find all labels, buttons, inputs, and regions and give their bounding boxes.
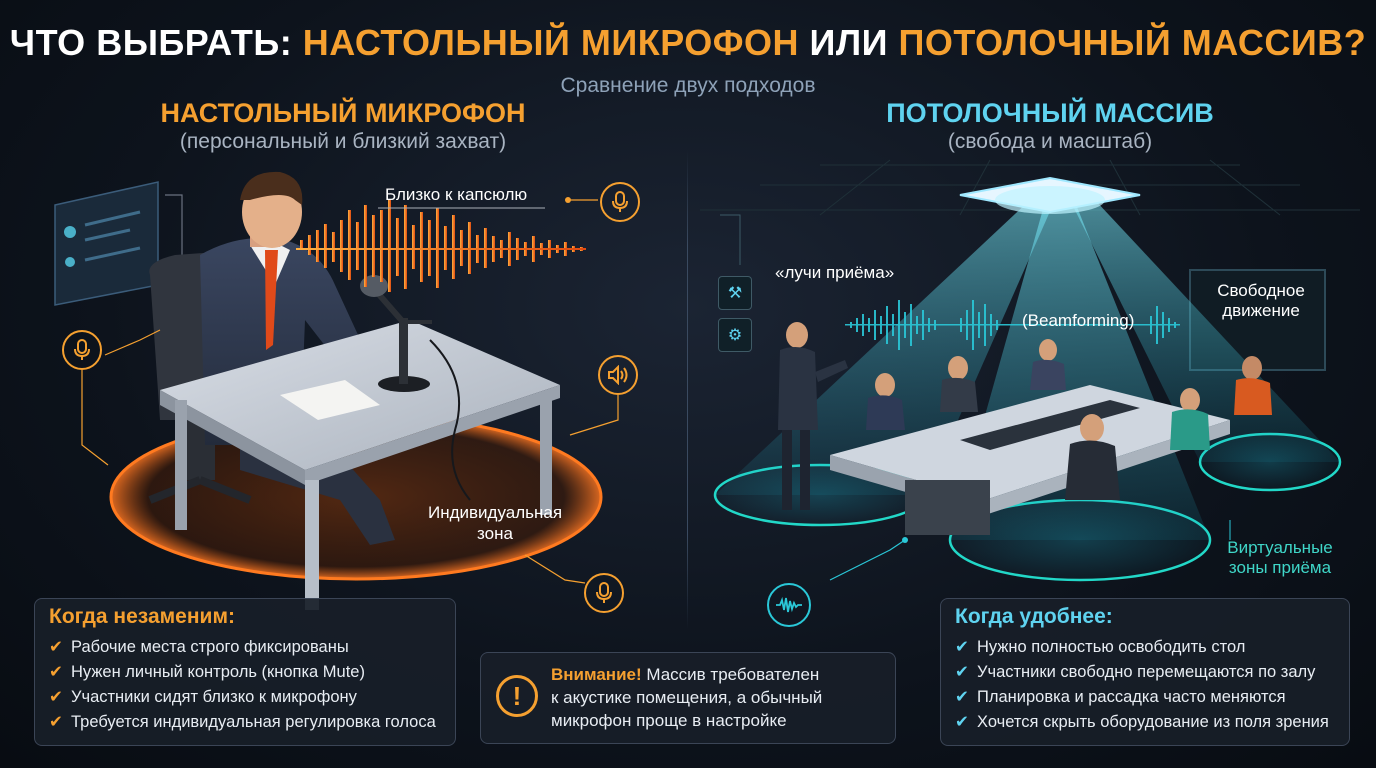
check-icon: ✔ xyxy=(955,713,969,731)
microphone-icon xyxy=(600,182,640,222)
microphone-icon xyxy=(584,573,624,613)
desk-mic-title: НАСТОЛЬНЫЙ МИКРОФОН xyxy=(160,98,526,128)
list-item-text: Требуется индивидуальная регулировка гол… xyxy=(71,713,436,731)
desk-mic-card-title: Когда незаменим: xyxy=(49,605,235,628)
list-item: ✔ Нужен личный контроль (кнопка Mute) xyxy=(49,660,441,685)
check-icon: ✔ xyxy=(955,688,969,706)
warning-line1: Массив требователен xyxy=(641,665,820,684)
desk-mic-subtitle: (персональный и близкий захват) xyxy=(179,130,507,153)
check-icon: ✔ xyxy=(49,713,63,731)
list-item: ✔ Хочется скрыть оборудование из поля зре… xyxy=(955,710,1335,735)
settings-icon: ⚙ xyxy=(718,318,752,352)
standing-presenter xyxy=(778,322,848,510)
column-divider xyxy=(687,150,688,630)
list-item-text: Планировка и рассадка часто меняются xyxy=(977,688,1286,706)
free-label-line2: движение xyxy=(1222,301,1300,320)
title-option-ceiling: ПОТОЛОЧНЫЙ МАССИВ? xyxy=(898,22,1367,63)
warning-line3: микрофон проще в настройке xyxy=(551,711,787,730)
list-item-text: Нужен личный контроль (кнопка Mute) xyxy=(71,663,365,681)
warning-lead: Внимание! xyxy=(551,665,642,684)
speaker-icon xyxy=(598,355,638,395)
ceiling-array-subtitle: (свобода и масштаб) xyxy=(947,130,1153,153)
zones-label-line1: Виртуальные xyxy=(1227,538,1333,557)
list-item: ✔ Требуется индивидуальная регулировка го… xyxy=(49,710,441,735)
beams-label: «лучи приёма» xyxy=(775,263,895,282)
speech-wave xyxy=(845,300,1180,350)
ceiling-array-use-cases-card: Когда удобнее: ✔ Нужно полностью освободи… xyxy=(940,598,1350,746)
microphone-icon xyxy=(62,330,102,370)
check-icon: ✔ xyxy=(49,663,63,681)
virtual-zones-label: Виртуальные зоны приёма xyxy=(1220,538,1340,578)
warning-card: Внимание! Массив требователен к акустике… xyxy=(480,652,896,744)
list-item-text: Хочется скрыть оборудование из поля зрен… xyxy=(977,713,1329,731)
desk-mic-use-cases-card: Когда незаменим: ✔ Рабочие места строго ф… xyxy=(34,598,456,746)
list-item-text: Рабочие места строго фиксированы xyxy=(71,638,349,656)
ceiling-microphone-array xyxy=(959,176,1141,214)
list-item-text: Нужно полностью освободить стол xyxy=(977,638,1246,656)
beamforming-label: (Beamforming) xyxy=(1022,311,1135,330)
wrench-icon: ⚒ xyxy=(718,276,752,310)
capsule-label: Близко к капсюлю xyxy=(385,185,528,204)
desk-mic-use-case-list: ✔ Рабочие места строго фиксированы ✔ Нужен… xyxy=(49,635,441,735)
reception-beam xyxy=(1070,200,1340,462)
ceiling-use-case-list: ✔ Нужно полностью освободить стол ✔ Участн… xyxy=(955,635,1335,735)
list-item: ✔ Нужно полностью освободить стол xyxy=(955,635,1335,660)
warning-text: Внимание! Массив требователен к акустике… xyxy=(551,663,881,732)
list-item: ✔ Участники сидят близко к микрофону xyxy=(49,685,441,710)
zones-label-line2: зоны приёма xyxy=(1228,558,1332,577)
page-title: ЧТО ВЫБРАТЬ: НАСТОЛЬНЫЙ МИКРОФОН ИЛИ ПОТ… xyxy=(0,22,1376,64)
ceiling-array-title: ПОТОЛОЧНЫЙ МАССИВ xyxy=(886,98,1214,128)
title-option-desk: НАСТОЛЬНЫЙ МИКРОФОН xyxy=(302,22,799,63)
list-item: ✔ Планировка и рассадка часто меняются xyxy=(955,685,1335,710)
page-subtitle: Сравнение двух подходов xyxy=(560,74,816,97)
title-joiner: ИЛИ xyxy=(798,22,899,63)
check-icon: ✔ xyxy=(955,638,969,656)
check-icon: ✔ xyxy=(49,688,63,706)
check-icon: ✔ xyxy=(49,638,63,656)
presentation-screen-icon xyxy=(54,181,159,306)
list-item-text: Участники свободно перемещаются по залу xyxy=(977,663,1316,681)
warning-line2: к акустике помещения, а обычный xyxy=(551,688,823,707)
sound-wave-icon xyxy=(767,583,811,627)
free-movement-label: Свободное движение xyxy=(1205,281,1317,321)
voice-sound-wave xyxy=(296,200,586,292)
ceiling-card-title: Когда удобнее: xyxy=(955,605,1113,628)
title-prefix: ЧТО ВЫБРАТЬ: xyxy=(9,22,303,63)
list-item-text: Участники сидят близко к микрофону xyxy=(71,688,357,706)
desk-microphone-illustration xyxy=(54,171,619,610)
zone-label-line2: зона xyxy=(477,524,513,543)
free-label-line1: Свободное xyxy=(1217,281,1305,300)
check-icon: ✔ xyxy=(955,663,969,681)
exclamation-icon: ! xyxy=(496,675,538,717)
individual-zone-label: Индивидуальная зона xyxy=(420,502,570,544)
list-item: ✔ Участники свободно перемещаются по залу xyxy=(955,660,1335,685)
ceiling-array-illustration xyxy=(700,159,1360,582)
list-item: ✔ Рабочие места строго фиксированы xyxy=(49,635,441,660)
seated-participants xyxy=(866,339,1272,500)
zone-label-line1: Индивидуальная xyxy=(427,503,563,522)
desk xyxy=(160,320,560,610)
